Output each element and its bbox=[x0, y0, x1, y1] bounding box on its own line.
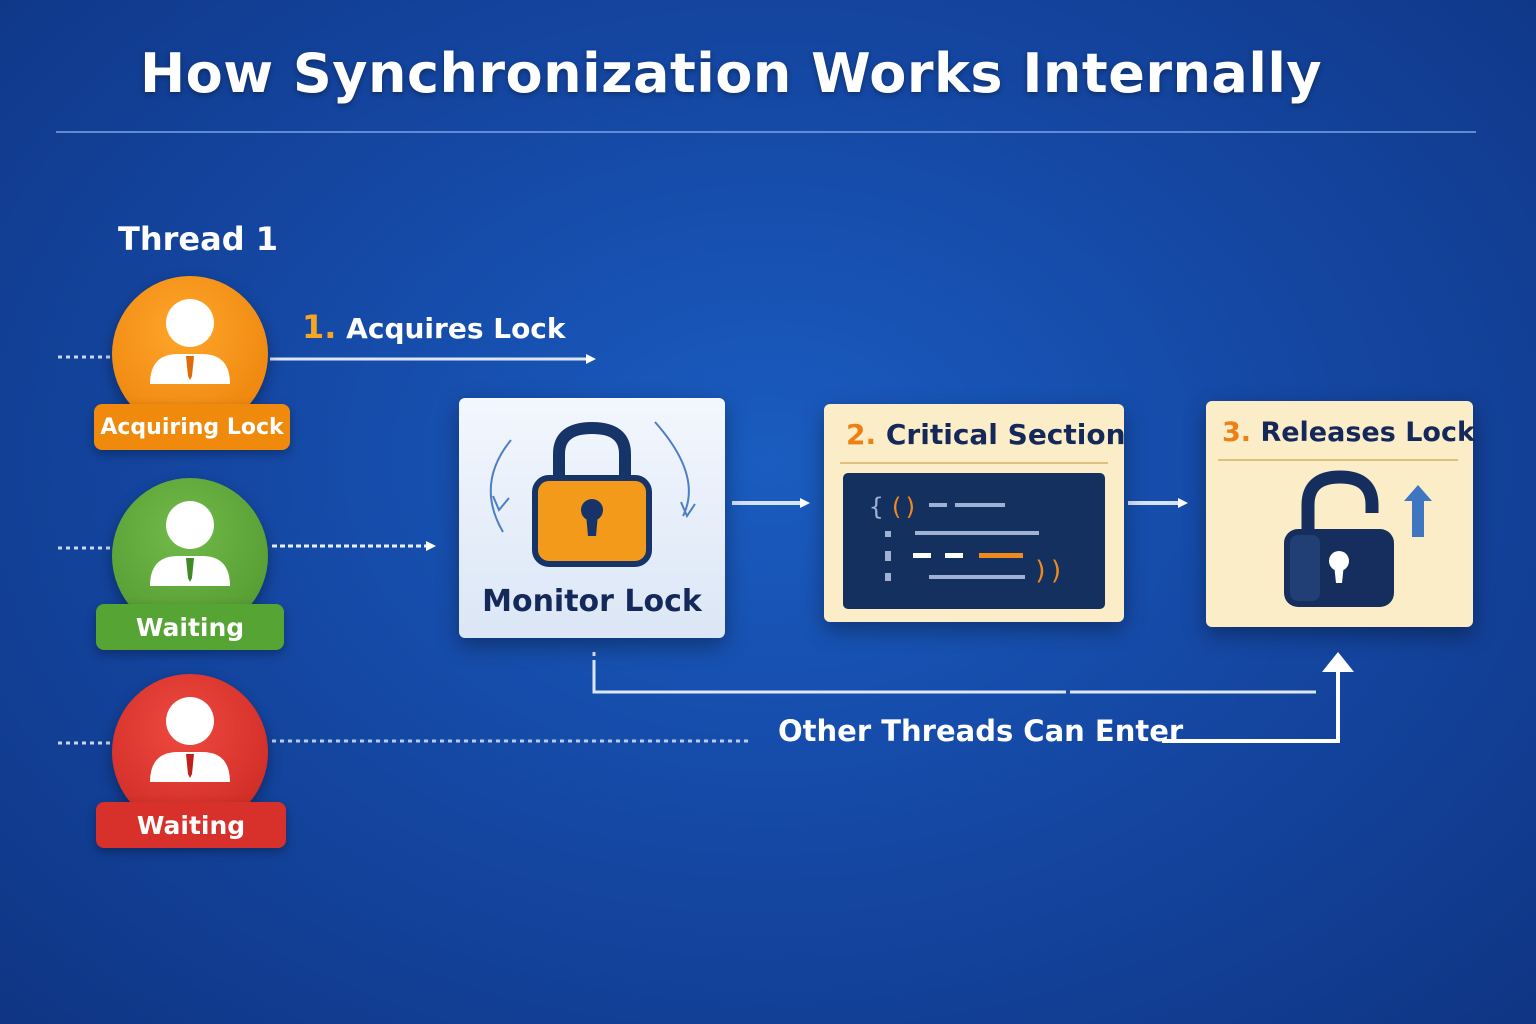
step-2-title: 2. Critical Section bbox=[846, 418, 1126, 451]
step-1-number: 1. bbox=[302, 308, 337, 346]
step-2-number: 2. bbox=[846, 418, 877, 451]
user-icon bbox=[150, 299, 230, 384]
step-1-label: 1. Acquires Lock bbox=[302, 308, 566, 346]
other-threads-arrow bbox=[1162, 668, 1340, 743]
step-1-text: Acquires Lock bbox=[346, 312, 566, 345]
critical-section-box: 2. Critical Section { () )) bbox=[824, 404, 1126, 622]
svg-text:)): )) bbox=[1033, 556, 1064, 586]
monitor-lock-label: Monitor Lock bbox=[482, 584, 702, 619]
monitor-return-line bbox=[592, 652, 1316, 694]
page-title: How Synchronization Works Internally bbox=[139, 42, 1323, 105]
unlocked-padlock-icon bbox=[1284, 470, 1432, 607]
thread-label: Thread 1 bbox=[118, 220, 278, 258]
step-3-title: 3. Releases Lock bbox=[1222, 417, 1475, 448]
other-threads-label: Other Threads Can Enter bbox=[778, 714, 1184, 748]
monitor-lock-box: Monitor Lock bbox=[459, 398, 725, 638]
releases-lock-box: 3. Releases Lock bbox=[1206, 401, 1475, 627]
thread-badge-3: Waiting bbox=[96, 802, 286, 848]
step-3-text: Releases Lock bbox=[1260, 417, 1475, 448]
other-threads-arrow-head bbox=[1322, 652, 1354, 672]
thread-badge-1: Acquiring Lock bbox=[94, 404, 290, 450]
thread-badge-2: Waiting bbox=[96, 604, 284, 650]
code-editor-icon: { () )) bbox=[843, 473, 1105, 609]
step-2-divider bbox=[840, 462, 1108, 464]
user-icon bbox=[150, 697, 230, 782]
title-divider bbox=[56, 131, 1476, 133]
step-2-text: Critical Section bbox=[885, 418, 1126, 451]
padlock-icon bbox=[489, 421, 696, 567]
user-icon bbox=[150, 501, 230, 586]
svg-text:(): () bbox=[889, 493, 918, 521]
svg-text:{: { bbox=[869, 493, 883, 521]
step-3-divider bbox=[1218, 459, 1458, 461]
step-3-number: 3. bbox=[1222, 417, 1252, 448]
